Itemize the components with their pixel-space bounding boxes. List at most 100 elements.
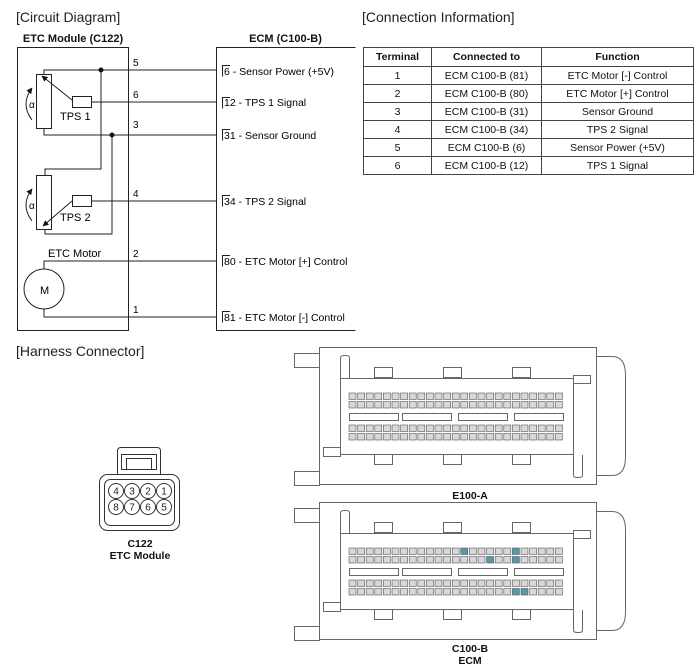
e100a-pin-52	[546, 424, 555, 432]
e100a-pin-98	[365, 433, 374, 441]
e100a-pin-83	[494, 433, 503, 441]
e100a-pin-89	[443, 433, 451, 441]
c100b-pin-81	[512, 588, 520, 596]
c122-pin-8	[108, 499, 124, 515]
c100b-pin-95	[391, 588, 400, 596]
e100a-pin-68	[408, 424, 417, 432]
c100b-pin-22	[374, 547, 383, 555]
e100a-pin-22	[374, 392, 383, 400]
c100b-pin-61	[469, 579, 477, 587]
c122-pin-6	[140, 499, 156, 515]
c100b-pin-53	[537, 579, 546, 587]
alpha-symbol-2: α	[29, 201, 35, 212]
e100a-pin-72	[374, 424, 383, 432]
e100a-pin-29	[529, 401, 537, 409]
e100a-pin-88	[451, 433, 460, 441]
c100b-pin-47	[374, 556, 383, 564]
c100b-pin-60	[477, 579, 486, 587]
e100a-pin-53	[537, 424, 546, 432]
c100b-pin-48	[365, 556, 374, 564]
c100b-pin-73	[365, 579, 374, 587]
c100b-pin-29	[529, 556, 537, 564]
function-cell: TPS 1 Signal	[541, 156, 694, 175]
e100a-pin-94	[400, 433, 408, 441]
module-pin-6: 6	[133, 90, 139, 101]
c100b-pin-71	[383, 579, 391, 587]
e100a-pin-55	[520, 424, 529, 432]
c100b-pin-2	[546, 547, 555, 555]
c100b-pin-39	[443, 556, 451, 564]
c100b-pin-20	[391, 547, 400, 555]
e100a-pin-97	[374, 433, 383, 441]
e100a-pin-32	[503, 401, 512, 409]
circuit-diagram: TPS 1 TPS 2 α α ETC Motor M 5 6 3 4 2 1 …	[17, 47, 356, 331]
e100a-pin-21	[383, 392, 391, 400]
e100a-label: E100-A	[452, 490, 488, 502]
terminal-cell: 2	[363, 84, 432, 103]
c100b-pin-57	[503, 579, 512, 587]
e100a-pin-85	[477, 433, 486, 441]
c100b-pin-66	[426, 579, 434, 587]
c100b-pin-10	[477, 547, 486, 555]
e100a-pin-17	[417, 392, 426, 400]
e100a-pin-37	[460, 401, 469, 409]
c100b-pin-98	[365, 588, 374, 596]
e100a-pin-12	[460, 392, 469, 400]
e100a-pin-4	[529, 392, 537, 400]
c100b-pin-63	[451, 579, 460, 587]
e100a-pin-6	[512, 392, 520, 400]
harness-connector-title: [Harness Connector]	[16, 343, 145, 359]
c100b-pin-32	[503, 556, 512, 564]
c100b-pin-49	[357, 556, 365, 564]
connected-to-cell: ECM C100-B (31)	[431, 102, 542, 121]
e100a-pin-10	[477, 392, 486, 400]
e100a-connector	[294, 347, 626, 486]
c100b-pin-5	[520, 547, 529, 555]
c100b-pin-16	[426, 547, 434, 555]
connected-to-cell: ECM C100-B (80)	[431, 84, 542, 103]
e100a-pin-91	[426, 433, 434, 441]
c100b-pin-19	[400, 547, 408, 555]
c100b-pin-51	[555, 579, 563, 587]
e100a-pin-99	[357, 433, 365, 441]
e100a-pin-41	[426, 401, 434, 409]
e100a-pin-78	[537, 433, 546, 441]
c100b-pin-30	[520, 556, 529, 564]
e100a-pin-25	[348, 392, 357, 400]
c122-pin-number: 2	[145, 487, 151, 498]
c100b-pin-79	[529, 588, 537, 596]
connection-information-title: [Connection Information]	[362, 9, 515, 25]
e100a-pin-58	[494, 424, 503, 432]
etc-module-box	[17, 47, 129, 331]
e100a-pin-61	[469, 424, 477, 432]
c122-pin-number: 1	[161, 487, 167, 498]
function-cell: ETC Motor [+] Control	[541, 84, 694, 103]
c100b-pin-33	[494, 556, 503, 564]
terminal-cell: 4	[363, 120, 432, 139]
junction-power	[98, 67, 104, 73]
motor-m-label: M	[40, 285, 49, 297]
e100a-pin-30	[520, 401, 529, 409]
e100a-pin-14	[443, 392, 451, 400]
terminal-cell: 1	[363, 66, 432, 85]
e100a-pin-9	[486, 392, 494, 400]
c100b-pin-28	[537, 556, 546, 564]
c100b-pin-56	[512, 579, 520, 587]
ecm-box	[216, 47, 356, 331]
e100a-pin-44	[400, 401, 408, 409]
e100a-pin-2	[546, 392, 555, 400]
c122-pin-5	[156, 499, 172, 515]
c100b-pin-52	[546, 579, 555, 587]
e100a-pin-54	[529, 424, 537, 432]
e100a-pin-1	[555, 392, 563, 400]
c100b-pin-34	[486, 556, 494, 564]
e100a-pin-93	[408, 433, 417, 441]
e100a-pin-38	[451, 401, 460, 409]
e100a-pin-87	[460, 433, 469, 441]
e100a-pin-8	[494, 392, 503, 400]
c100b-pin-27	[546, 556, 555, 564]
c100b-pin-90	[434, 588, 443, 596]
e100a-pin-64	[443, 424, 451, 432]
